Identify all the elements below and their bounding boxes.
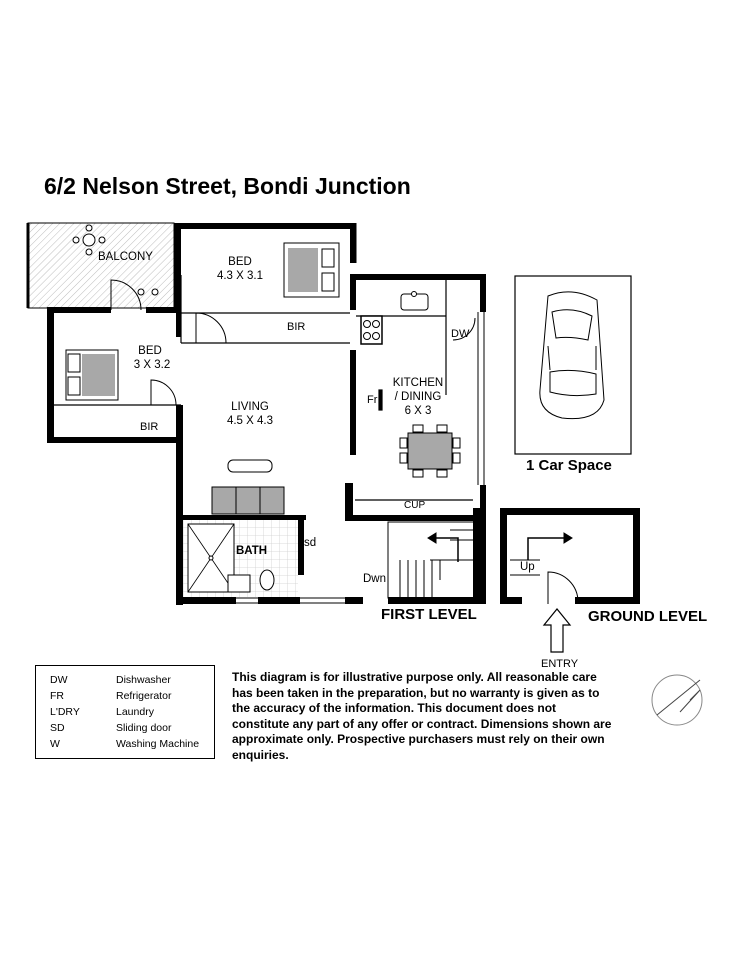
kitchen-size: 6 X 3: [404, 405, 432, 417]
bed1-name: BED: [228, 256, 252, 268]
legend-row: DW Dishwasher: [50, 674, 210, 689]
dining-table-icon: [399, 424, 461, 478]
bir-bed1-label: BIR: [287, 321, 306, 333]
bed-icon: [65, 349, 119, 401]
legend-desc: Laundry: [116, 706, 154, 718]
legend-desc: Washing Machine: [116, 738, 200, 750]
disclaimer: This diagram is for illustrative purpose…: [232, 670, 612, 762]
fr-label: Fr: [367, 394, 378, 406]
living-size: 4.5 X 4.3: [226, 415, 274, 427]
legend-abbr: DW: [50, 674, 68, 686]
legend-abbr: SD: [50, 722, 65, 734]
bath-label: BATH: [236, 545, 268, 557]
car-icon: [539, 291, 605, 420]
bathroom-tiles: [183, 520, 298, 597]
bir-bed2-label: BIR: [140, 421, 159, 433]
legend-desc: Dishwasher: [116, 674, 171, 686]
sofa-icon: [211, 486, 285, 515]
legend-abbr: FR: [50, 690, 64, 702]
dwn-label: Dwn: [363, 573, 387, 585]
balcony-label: BALCONY: [98, 251, 153, 263]
kitchen-line2: / DINING: [394, 391, 442, 403]
coffee-table-icon: [227, 459, 273, 473]
entry-label: ENTRY: [541, 658, 579, 670]
sink-icon: [400, 291, 429, 311]
walls: [47, 223, 640, 605]
compass-icon: [651, 674, 703, 726]
ground-level-label: GROUND LEVEL: [588, 608, 708, 625]
entry-arrow-icon: [542, 608, 572, 653]
kitchen-line1: KITCHEN: [392, 377, 444, 389]
sd-label: sd: [304, 537, 317, 549]
bed2-name: BED: [138, 345, 162, 357]
page-title: 6/2 Nelson Street, Bondi Junction: [44, 173, 411, 199]
up-label: Up: [520, 561, 535, 573]
living-name: LIVING: [231, 401, 269, 413]
legend-abbr: W: [50, 738, 60, 750]
ground-stairs: [510, 532, 573, 576]
legend-row: L'DRY Laundry: [50, 706, 210, 721]
legend-desc: Sliding door: [116, 722, 172, 734]
legend-row: W Washing Machine: [50, 738, 210, 753]
legend-row: FR Refrigerator: [50, 690, 210, 705]
windows: [236, 223, 485, 604]
cup-label: CUP: [404, 500, 426, 511]
outdoor-table-icon: [72, 224, 159, 296]
stove-icon: [360, 315, 383, 345]
balcony: [26, 222, 175, 309]
first-level-label: FIRST LEVEL: [381, 606, 477, 623]
legend-abbr: L'DRY: [50, 706, 80, 718]
bed2-size: 3 X 3.2: [133, 359, 171, 371]
bed1-size: 4.3 X 3.1: [216, 270, 264, 282]
legend-row: SD Sliding door: [50, 722, 210, 737]
legend-desc: Refrigerator: [116, 690, 172, 702]
stairs: [387, 521, 475, 599]
car-space: [514, 275, 632, 455]
car-space-label: 1 Car Space: [526, 457, 612, 474]
doors: [110, 279, 579, 604]
legend: DW Dishwasher FR Refrigerator L'DRY Laun…: [35, 665, 215, 759]
bed-icon: [283, 242, 340, 298]
dw-label: DW: [451, 328, 470, 340]
